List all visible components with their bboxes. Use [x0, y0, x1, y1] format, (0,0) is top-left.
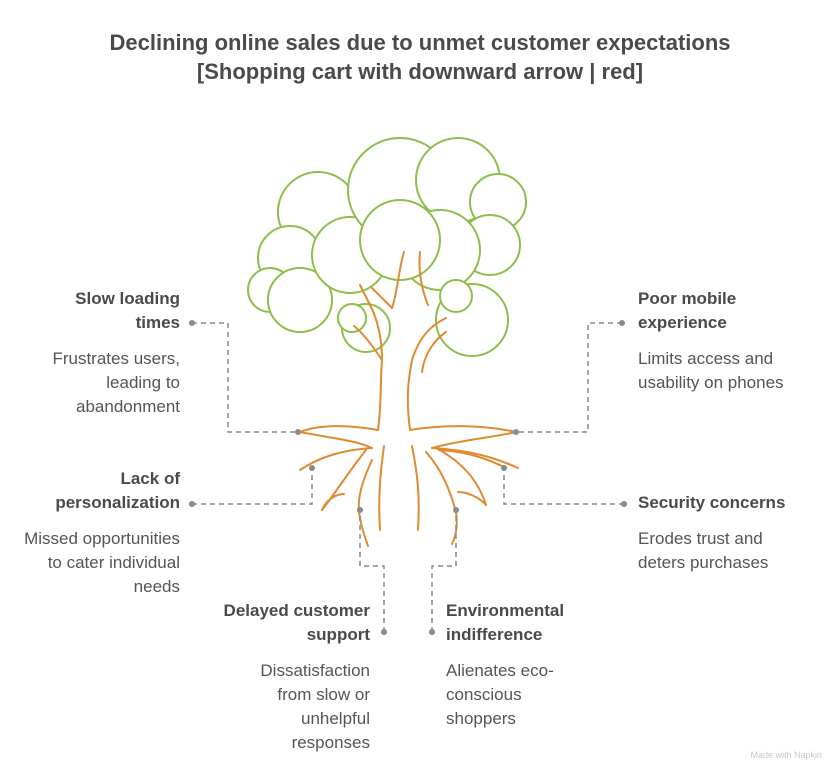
item-title: Security concerns — [638, 493, 786, 512]
item-title: Slow loading times — [75, 289, 180, 332]
item-environment: Environmental indifference Alienates eco… — [446, 599, 646, 731]
tree-trunk — [353, 251, 447, 431]
tree-canopy — [247, 137, 527, 357]
connector-slow-loading — [192, 322, 298, 433]
page-title: Declining online sales due to unmet cust… — [109, 30, 731, 84]
item-title: Poor mobile experience — [638, 289, 737, 332]
item-title: Lack of personalization — [55, 469, 180, 512]
tree-roots — [299, 425, 519, 547]
item-desc: Erodes trust and deters purchases — [638, 529, 769, 572]
item-desc: Missed opportunities to cater individual… — [24, 529, 180, 596]
item-title: Environmental indifference — [446, 601, 565, 644]
item-security: Security concerns Erodes trust and deter… — [638, 491, 838, 575]
item-desc: Alienates eco-conscious shoppers — [446, 661, 554, 728]
item-support: Delayed customer support Dissatisfaction… — [170, 599, 370, 755]
connector-environment — [431, 510, 457, 632]
connector-security — [503, 468, 624, 505]
item-personalization: Lack of personalization Missed opportuni… — [0, 467, 180, 599]
item-slow-loading: Slow loading times Frustrates users, lea… — [0, 287, 180, 419]
item-desc: Limits access and usability on phones — [638, 349, 784, 392]
connector-support — [359, 510, 385, 632]
connector-dots — [189, 320, 627, 635]
item-title: Delayed customer support — [223, 601, 370, 644]
connector-lines — [192, 322, 624, 632]
watermark: Made with Napkin — [750, 750, 822, 760]
item-desc: Frustrates users, leading to abandonment — [52, 349, 180, 416]
item-desc: Dissatisfaction from slow or unhelpful r… — [260, 661, 370, 752]
connector-personalization — [192, 468, 313, 505]
item-mobile: Poor mobile experience Limits access and… — [638, 287, 838, 395]
connector-mobile — [516, 322, 622, 433]
